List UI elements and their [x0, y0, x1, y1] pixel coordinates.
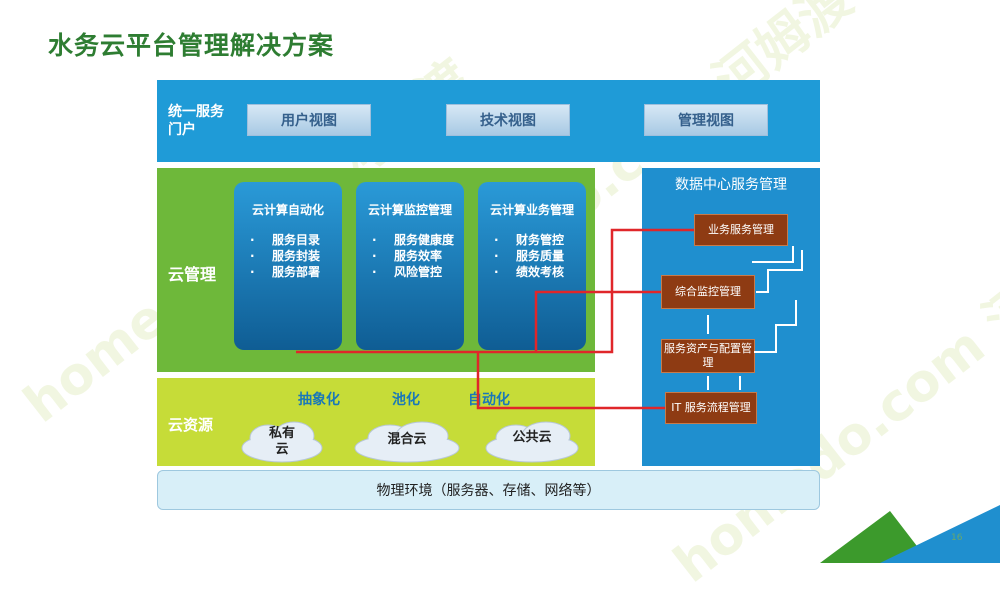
hybrid-cloud: 混合云: [352, 420, 462, 464]
card-title: 云计算自动化: [251, 203, 324, 217]
public-cloud-label: 公共云: [512, 430, 552, 445]
asset-config-box: 服务资产与配置管理: [661, 339, 755, 373]
private-cloud-label: 私有云: [268, 426, 295, 457]
connector-lines: [296, 228, 803, 410]
card-item: 绩效考核: [484, 264, 580, 280]
card-item: 服务质量: [484, 248, 580, 264]
cloud-icon: [241, 421, 323, 463]
monitoring-card: 云计算监控管理 服务健康度 服务效率 风险管控: [356, 182, 464, 350]
card-item: 服务效率: [362, 248, 458, 264]
corner-decoration: [820, 505, 1000, 563]
red-connectors: [296, 228, 694, 410]
card-title: 云计算监控管理: [367, 203, 452, 217]
white-connectors: [707, 246, 803, 390]
management-view-button[interactable]: 管理视图: [644, 104, 768, 136]
cloud-management-label: 云管理: [168, 265, 217, 284]
cloud-icon: [354, 421, 460, 463]
monitoring-box: 综合监控管理: [661, 275, 755, 309]
pooling-label: 池化: [392, 392, 420, 408]
data-center-title: 数据中心服务管理: [675, 177, 787, 193]
cloud-icon: [485, 421, 579, 463]
cloud-resources-label: 云资源: [168, 416, 214, 434]
page-title: 水务云平台管理解决方案: [48, 31, 335, 60]
it-process-box: IT 服务流程管理: [665, 392, 757, 424]
portal-label: 统一服务门户: [168, 104, 224, 138]
public-cloud: 公共云: [482, 420, 582, 464]
card-title: 云计算业务管理: [489, 203, 574, 217]
user-view-button[interactable]: 用户视图: [247, 104, 371, 136]
hybrid-cloud-label: 混合云: [387, 432, 427, 447]
private-cloud: 私有云: [238, 420, 326, 464]
card-item: 服务封装: [240, 248, 336, 264]
physical-environment-bar: 物理环境（服务器、存储、网络等）: [157, 470, 820, 510]
card-item: 财务管控: [484, 232, 580, 248]
business-card: 云计算业务管理 财务管控 服务质量 绩效考核: [478, 182, 586, 350]
card-item: 服务部署: [240, 264, 336, 280]
card-item: 风险管控: [362, 264, 458, 280]
business-service-box: 业务服务管理: [694, 214, 788, 246]
automation-card: 云计算自动化 服务目录 服务封装 服务部署: [234, 182, 342, 350]
abstraction-label: 抽象化: [298, 392, 340, 408]
card-item: 服务目录: [240, 232, 336, 248]
tech-view-button[interactable]: 技术视图: [446, 104, 570, 136]
card-item: 服务健康度: [362, 232, 458, 248]
page-number: 16: [951, 533, 963, 543]
